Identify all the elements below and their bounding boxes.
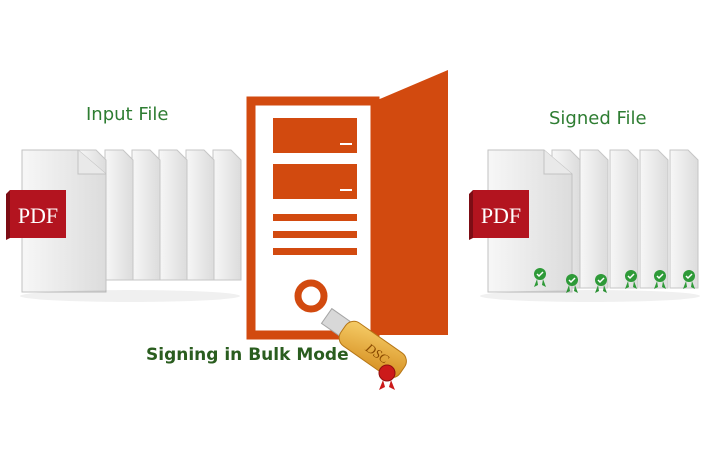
- pdf-badge-icon: PDF: [6, 190, 66, 240]
- signed-pdf-page: [639, 149, 669, 289]
- signed-pdf-page: [669, 149, 699, 289]
- signed-file-stack: PDF: [469, 149, 700, 302]
- input-pdf-page: [212, 149, 242, 281]
- token-seal-icon: [378, 364, 396, 390]
- certificate-seal-icon: [566, 274, 578, 293]
- input-pdf-page: [185, 149, 215, 281]
- bulk-mode-label: Signing in Bulk Mode: [146, 345, 349, 365]
- certificate-seal-icon: [595, 274, 607, 293]
- pdf-badge-icon: PDF: [469, 190, 529, 240]
- pdf-badge-text: PDF: [481, 203, 521, 228]
- input-pdf-page: [131, 149, 161, 281]
- usb-token-icon: DSC: [320, 307, 407, 379]
- power-button-icon: [294, 279, 328, 313]
- input-file-stack: PDF: [6, 149, 242, 302]
- vent-slot: [273, 248, 357, 255]
- certificate-seal-icon: [683, 270, 695, 289]
- input-pdf-page: [158, 149, 188, 281]
- input-file-label: Input File: [86, 104, 169, 125]
- signed-file-label: Signed File: [549, 108, 647, 129]
- input-pdf-page: [104, 149, 134, 281]
- vent-slot: [273, 231, 357, 238]
- certificate-seal-icon: [654, 270, 666, 289]
- pdf-badge-text: PDF: [18, 203, 58, 228]
- certificate-seal-icon: [534, 268, 546, 287]
- server-tower-icon: [246, 70, 448, 340]
- drive-bay: [273, 164, 357, 199]
- signed-front-document: [487, 149, 573, 293]
- signed-pdf-page: [609, 149, 639, 289]
- drive-bay: [273, 118, 357, 153]
- certificate-seal-icon: [625, 270, 637, 289]
- signed-pdf-page: [579, 149, 609, 289]
- vent-slot: [273, 214, 357, 221]
